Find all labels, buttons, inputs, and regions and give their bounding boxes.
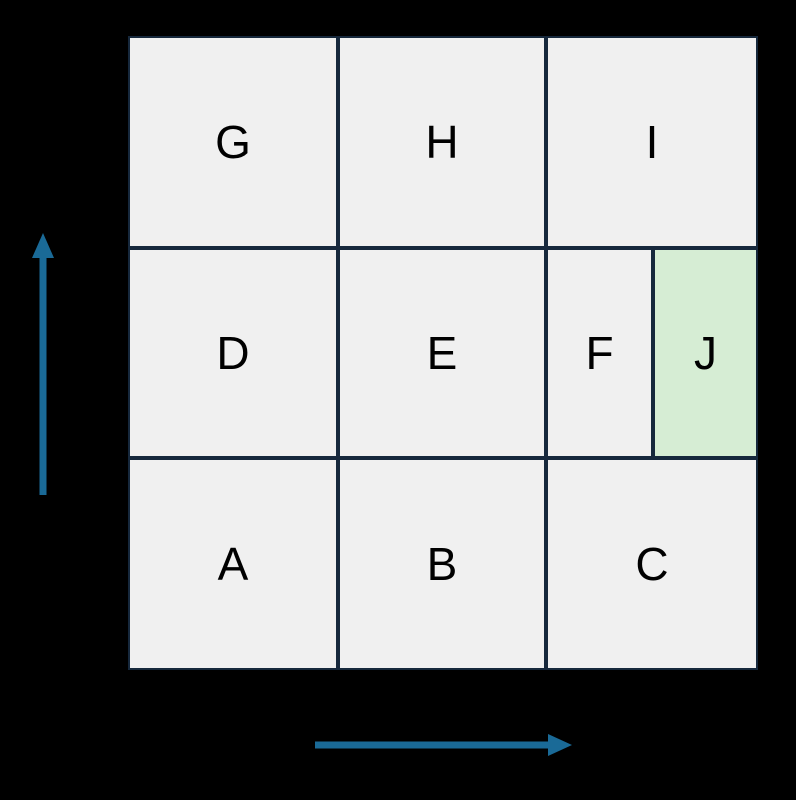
- grid-cell-label: F: [585, 327, 614, 379]
- grid-cell-label: I: [645, 116, 659, 168]
- grid-cell-e[interactable]: E: [338, 248, 546, 458]
- grid-cell-label: J: [694, 327, 717, 379]
- grid-cell-label: E: [426, 327, 458, 379]
- grid-cell-i[interactable]: I: [546, 36, 758, 248]
- grid-cell-label: C: [635, 538, 669, 590]
- grid-cell-h[interactable]: H: [338, 36, 546, 248]
- grid-cell-label: H: [425, 116, 459, 168]
- horizontal-axis-arrow-icon: [315, 734, 572, 756]
- grid-cell-b[interactable]: B: [338, 458, 546, 670]
- grid-cell-j[interactable]: J: [653, 248, 758, 458]
- grid-cell-label: G: [215, 116, 251, 168]
- grid-cell-label: D: [216, 327, 250, 379]
- grid-cell-label: A: [217, 538, 249, 590]
- grid-cell-a[interactable]: A: [128, 458, 338, 670]
- grid-cell-g[interactable]: G: [128, 36, 338, 248]
- grid-cell-d[interactable]: D: [128, 248, 338, 458]
- grid-cell-c[interactable]: C: [546, 458, 758, 670]
- grid-cell-label: B: [426, 538, 458, 590]
- grid-cell-f[interactable]: F: [546, 248, 653, 458]
- vertical-axis-arrow-icon: [32, 233, 54, 495]
